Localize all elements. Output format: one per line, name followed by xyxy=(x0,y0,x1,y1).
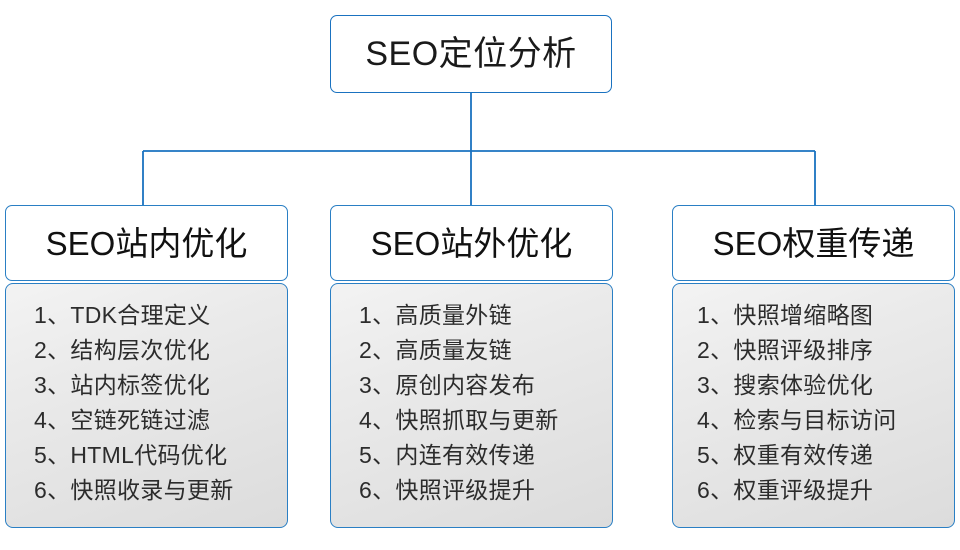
list-item: 2、高质量友链 xyxy=(359,337,512,363)
list-item: 1、TDK合理定义 xyxy=(34,302,211,328)
list-item: 1、高质量外链 xyxy=(359,302,512,328)
branch-header-label: SEO权重传递 xyxy=(712,224,915,262)
list-item: 5、HTML代码优化 xyxy=(34,442,228,468)
list-item: 6、快照收录与更新 xyxy=(34,477,234,503)
branch-header-on-site[interactable]: SEO站内优化 xyxy=(5,205,288,281)
branch-item-list: 1、快照增缩略图 2、快照评级排序 3、搜索体验优化 4、检索与目标访问 5、权… xyxy=(673,298,954,508)
list-item: 2、结构层次优化 xyxy=(34,337,211,363)
branch-body-off-site: 1、高质量外链 2、高质量友链 3、原创内容发布 4、快照抓取与更新 5、内连有… xyxy=(330,283,613,528)
branch-header-label: SEO站内优化 xyxy=(45,224,248,262)
branch-item-list: 1、高质量外链 2、高质量友链 3、原创内容发布 4、快照抓取与更新 5、内连有… xyxy=(331,298,612,508)
list-item: 4、空链死链过滤 xyxy=(34,407,211,433)
branch-item-list: 1、TDK合理定义 2、结构层次优化 3、站内标签优化 4、空链死链过滤 5、H… xyxy=(6,298,287,508)
branch-body-weight-transfer: 1、快照增缩略图 2、快照评级排序 3、搜索体验优化 4、检索与目标访问 5、权… xyxy=(672,283,955,528)
branch-column-on-site: SEO站内优化 1、TDK合理定义 2、结构层次优化 3、站内标签优化 4、空链… xyxy=(5,205,288,528)
list-item: 4、快照抓取与更新 xyxy=(359,407,559,433)
list-item: 3、搜索体验优化 xyxy=(697,372,874,398)
list-item: 3、站内标签优化 xyxy=(34,372,211,398)
root-node[interactable]: SEO定位分析 xyxy=(330,15,612,93)
branch-column-weight-transfer: SEO权重传递 1、快照增缩略图 2、快照评级排序 3、搜索体验优化 4、检索与… xyxy=(672,205,955,528)
branch-header-label: SEO站外优化 xyxy=(370,224,573,262)
list-item: 5、权重有效传递 xyxy=(697,442,874,468)
branch-column-off-site: SEO站外优化 1、高质量外链 2、高质量友链 3、原创内容发布 4、快照抓取与… xyxy=(330,205,613,528)
list-item: 4、检索与目标访问 xyxy=(697,407,897,433)
branch-header-off-site[interactable]: SEO站外优化 xyxy=(330,205,613,281)
list-item: 6、权重评级提升 xyxy=(697,477,874,503)
list-item: 6、快照评级提升 xyxy=(359,477,536,503)
list-item: 5、内连有效传递 xyxy=(359,442,536,468)
list-item: 3、原创内容发布 xyxy=(359,372,536,398)
list-item: 1、快照增缩略图 xyxy=(697,302,874,328)
list-item: 2、快照评级排序 xyxy=(697,337,874,363)
branch-header-weight-transfer[interactable]: SEO权重传递 xyxy=(672,205,955,281)
root-node-label: SEO定位分析 xyxy=(365,35,577,73)
branch-body-on-site: 1、TDK合理定义 2、结构层次优化 3、站内标签优化 4、空链死链过滤 5、H… xyxy=(5,283,288,528)
